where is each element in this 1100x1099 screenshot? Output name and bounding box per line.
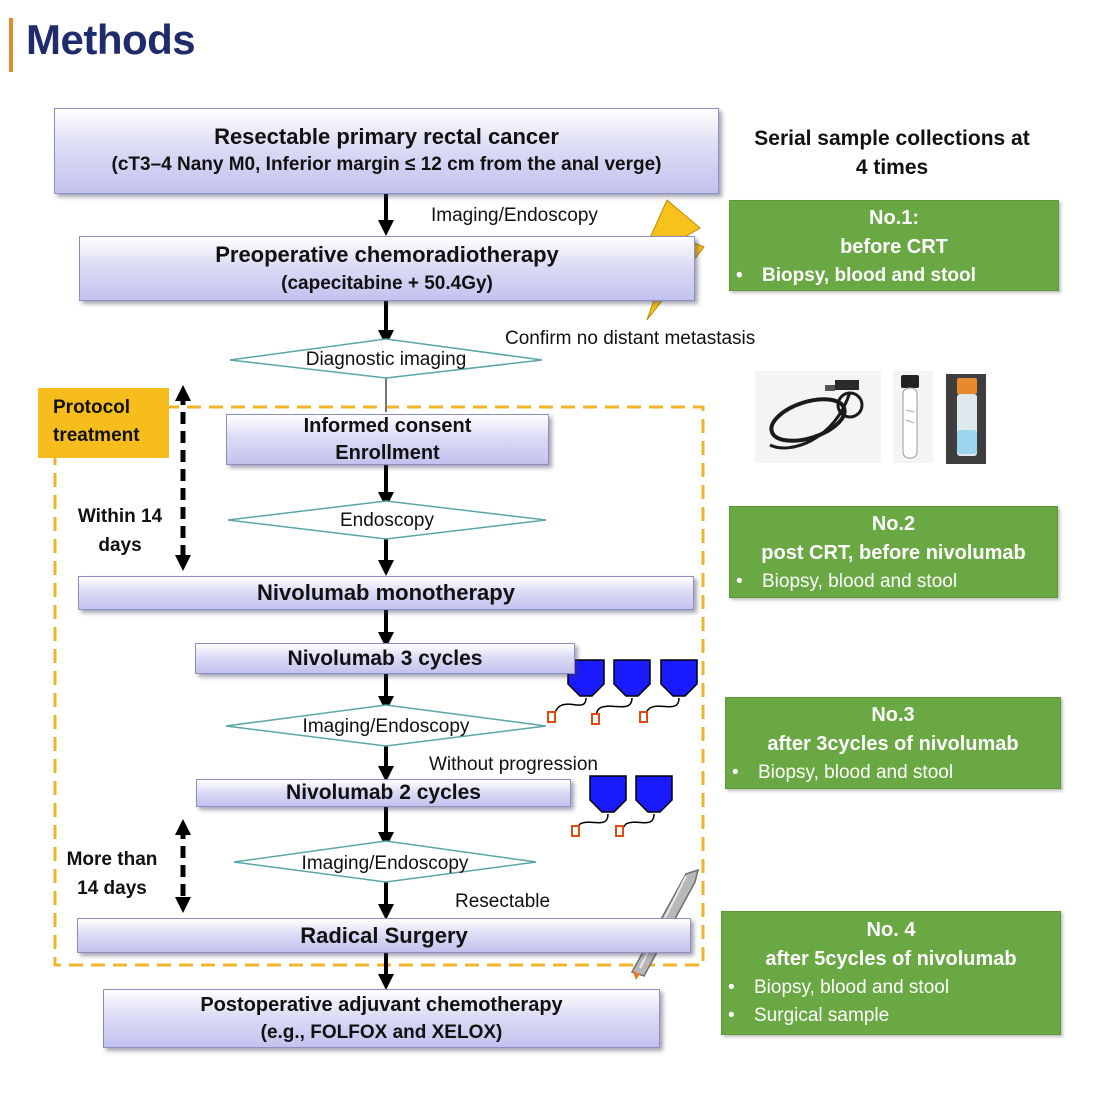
box-radical-surgery: Radical Surgery [77, 918, 691, 953]
diamond-endoscopy-label: Endoscopy [339, 510, 434, 531]
title-accent-bar [9, 18, 13, 72]
sample-no3-title: No.3 [871, 704, 915, 726]
samples-header: Serial sample collections at 4 times [754, 127, 1030, 179]
sample-no1-list: Biopsy, blood and stool [730, 262, 1058, 290]
sample-no4-title: No. 4 [866, 919, 916, 941]
box-preoperative-crt: Preoperative chemoradiotherapy (capecita… [79, 236, 695, 301]
sample-no2-subtitle: post CRT, before nivolumab [761, 542, 1026, 564]
diamond-imaging-endoscopy-2 [233, 840, 537, 883]
box-informed-consent-line2: Enrollment [335, 441, 440, 464]
label-resectable: Resectable [455, 891, 551, 912]
box-radical-surgery-text: Radical Surgery [300, 922, 468, 948]
more-than-14-days-label: More than 14 days [66, 849, 158, 899]
diamond-imaging-endoscopy-2-label: Imaging/Endoscopy [301, 853, 469, 874]
sample-no2-title: No.2 [871, 513, 916, 535]
box-nivolumab-monotherapy: Nivolumab monotherapy [78, 576, 694, 610]
list-item: Biopsy, blood and stool [736, 568, 1057, 596]
sample-no2-box: No.2 post CRT, before nivolumab Biopsy, … [729, 506, 1058, 598]
infusion-bag-icon [547, 659, 698, 725]
sample-no1-box: No.1: before CRT Biopsy, blood and stool [729, 200, 1059, 291]
sample-no4-box: No. 4 after 5cycles of nivolumab Biopsy,… [721, 911, 1061, 1035]
list-item: Biopsy, blood and stool [732, 759, 1060, 787]
stool-tube-icon [946, 374, 986, 464]
diamond-imaging-endoscopy-1-label: Imaging/Endoscopy [302, 716, 470, 737]
box-nivolumab-2-cycles: Nivolumab 2 cycles [196, 779, 571, 807]
protocol-frame [53, 405, 705, 967]
box-adjuvant-chemotherapy-title: Postoperative adjuvant chemotherapy [200, 994, 563, 1016]
sample-no3-box: No.3 after 3cycles of nivolumab Biopsy, … [725, 697, 1061, 789]
page-title: Methods [26, 16, 196, 63]
diamond-imaging-endoscopy-1 [225, 704, 547, 747]
sample-no3-subtitle: after 3cycles of nivolumab [767, 733, 1019, 755]
box-resectable-cancer-title: Resectable primary rectal cancer [214, 124, 559, 149]
box-resectable-cancer: Resectable primary rectal cancer (cT3–4 … [54, 108, 719, 194]
box-informed-consent: Informed consent Enrollment [226, 414, 549, 465]
box-nivolumab-3-cycles-text: Nivolumab 3 cycles [287, 646, 483, 670]
box-preoperative-crt-regimen: (capecitabine + 50.4Gy) [281, 272, 493, 294]
endoscope-icon [755, 371, 881, 463]
box-nivolumab-2-cycles-text: Nivolumab 2 cycles [286, 781, 481, 804]
sample-no1-title: No.1: [869, 207, 919, 229]
list-item: Biopsy, blood and stool [728, 974, 1060, 1002]
diamond-endoscopy [227, 500, 547, 540]
protocol-treatment-label: Protocol treatment [38, 388, 169, 458]
label-confirm-no-metastasis: Confirm no distant metastasis [505, 328, 756, 349]
label-imaging-endoscopy-1: Imaging/Endoscopy [431, 205, 598, 226]
sample-no2-list: Biopsy, blood and stool [730, 568, 1057, 596]
list-item: Surgical sample [728, 1002, 1060, 1030]
sample-no1-subtitle: before CRT [840, 236, 948, 258]
box-resectable-cancer-criteria: (cT3–4 Nany M0, Inferior margin ≤ 12 cm … [111, 154, 662, 175]
blood-tube-icon [893, 371, 933, 463]
sample-no4-list: Biopsy, blood and stool Surgical sample [722, 974, 1060, 1030]
label-without-progression: Without progression [429, 754, 598, 775]
diamond-diagnostic-imaging [229, 338, 543, 379]
box-nivolumab-monotherapy-text: Nivolumab monotherapy [257, 580, 515, 605]
sample-no4-subtitle: after 5cycles of nivolumab [765, 948, 1017, 970]
diamond-diagnostic-imaging-label: Diagnostic imaging [305, 349, 467, 370]
box-adjuvant-chemotherapy-examples: (e.g., FOLFOX and XELOX) [260, 1022, 503, 1043]
infusion-bag-icon [571, 775, 673, 837]
sample-no3-list: Biopsy, blood and stool [726, 759, 1060, 787]
box-informed-consent-line1: Informed consent [303, 414, 472, 437]
within-14-days-label: Within 14 days [77, 506, 163, 556]
list-item: Biopsy, blood and stool [736, 262, 1058, 290]
box-nivolumab-3-cycles: Nivolumab 3 cycles [195, 643, 575, 674]
box-adjuvant-chemotherapy: Postoperative adjuvant chemotherapy (e.g… [103, 989, 660, 1048]
box-preoperative-crt-title: Preoperative chemoradiotherapy [215, 241, 559, 267]
